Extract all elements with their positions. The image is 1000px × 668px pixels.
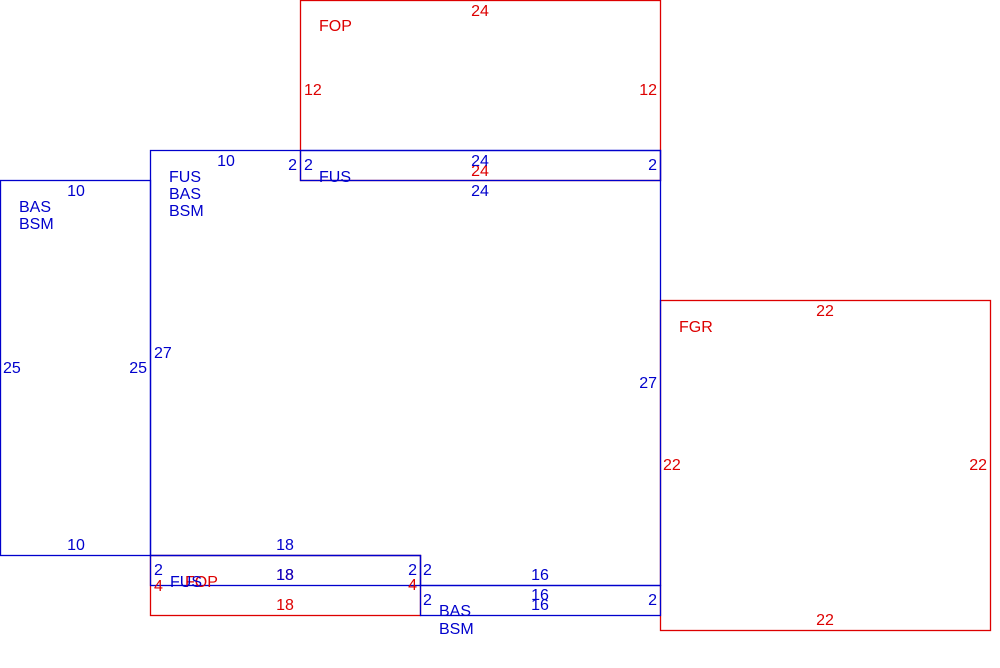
main-left-dim: 27	[154, 345, 172, 362]
bottom-strip-left-code: FUS	[170, 574, 202, 591]
open-porch-right-dim: 12	[639, 82, 657, 99]
bottom-strip-right-right-dim: 2	[648, 592, 657, 609]
garage-top-dim: 22	[816, 303, 834, 320]
bottom-strip-left-top-dim: 18	[276, 537, 294, 554]
open-porch-left-dim: 12	[304, 82, 322, 99]
main-code-1: FUS	[169, 169, 201, 186]
bottom-strip-left-outline	[149, 554, 422, 587]
upper-strip-outline	[299, 149, 662, 182]
basement-left-bottom-dim: 10	[67, 537, 85, 554]
open-porch-code: FOP	[319, 18, 352, 35]
bottom-strip-left-left-dim: 2	[154, 562, 163, 579]
basement-left-code-1: BAS	[19, 199, 51, 216]
upper-strip-right-dim: 2	[648, 157, 657, 174]
bottom-strip-right-bottom-dim: 16	[531, 597, 549, 614]
bottom-strip-right-middle-dim: 16	[531, 587, 549, 604]
garage-code: FGR	[679, 319, 713, 336]
open-porch-top-dim: 24	[471, 3, 489, 20]
garage-left-dim: 22	[663, 457, 681, 474]
enclosed-porch-right-dim: 4	[408, 577, 417, 594]
basement-left-top-dim: 10	[67, 183, 85, 200]
enclosed-porch-left-dim: 4	[154, 578, 163, 595]
open-porch-bottom-dim: 24	[471, 163, 489, 180]
bottom-strip-left-right-dim: 2	[408, 562, 417, 579]
basement-left-left-dim: 25	[3, 360, 21, 377]
main-right-dim: 27	[639, 375, 657, 392]
bottom-strip-right-outline	[419, 584, 662, 617]
main-notch-dim: 2	[288, 157, 297, 174]
enclosed-porch-code: FOP	[185, 574, 218, 591]
garage-right-dim: 22	[969, 457, 987, 474]
enclosed-porch-top-dim: 18	[276, 567, 294, 584]
main-code-3: BSM	[169, 203, 204, 220]
bottom-strip-right-code-2: BSM	[439, 621, 474, 638]
bottom-strip-right-code-1: BAS	[439, 603, 471, 620]
basement-left-outline	[0, 179, 152, 557]
upper-strip-top-dim: 24	[471, 153, 489, 170]
bottom-strip-right-left-top-dim: 2	[423, 562, 432, 579]
garage-outline	[659, 299, 992, 632]
bottom-strip-right-left-bottom-dim: 2	[423, 592, 432, 609]
bottom-strip-left-bottom-dim: 18	[276, 567, 294, 584]
upper-strip-bottom-dim: 24	[471, 183, 489, 200]
main-code-2: BAS	[169, 186, 201, 203]
basement-left-code-2: BSM	[19, 216, 54, 233]
upper-strip-code: FUS	[319, 169, 351, 186]
bottom-strip-right-top-dim: 16	[531, 567, 549, 584]
main-top-left-dim: 10	[217, 153, 235, 170]
upper-strip-left-dim: 2	[304, 157, 313, 174]
main-area-outline	[149, 149, 662, 587]
basement-left-right-dim: 25	[129, 360, 147, 377]
enclosed-porch-bottom-dim: 18	[276, 597, 294, 614]
garage-bottom-dim: 22	[816, 612, 834, 629]
